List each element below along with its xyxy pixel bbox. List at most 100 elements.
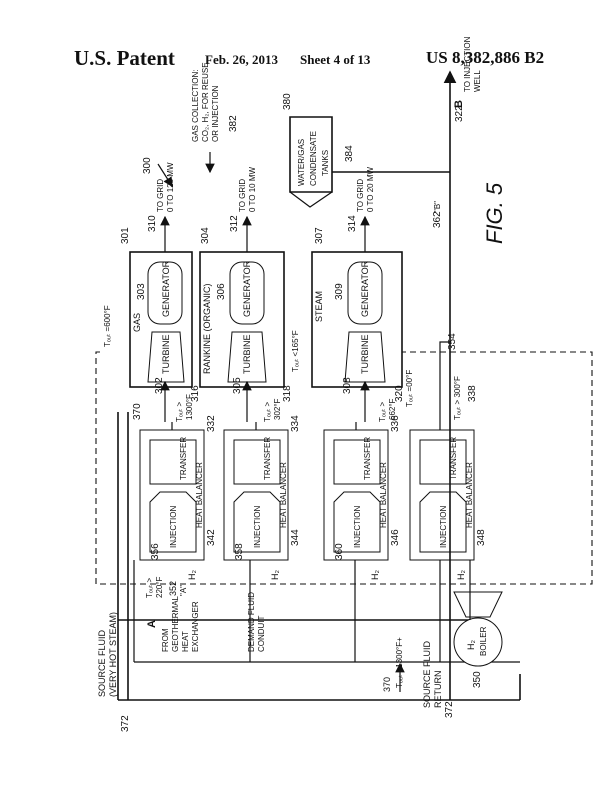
inlet-a-tout: Tₒᵤₜ >: [145, 577, 154, 598]
hb4-injection: INJECTION: [439, 506, 448, 548]
inlet-a-temp: 220°F: [155, 576, 164, 598]
boiler-line2: BOILER: [479, 626, 488, 656]
gas-turbine-ref: 302: [154, 377, 165, 394]
tanks-ref: 380: [282, 93, 293, 110]
source-fluid-ref: 372: [120, 715, 131, 732]
gas-collection-line3: OR INJECTION: [211, 85, 220, 142]
gas-inlet-ref: 316: [190, 385, 201, 402]
hb3-inlet-ref: 360: [334, 543, 345, 560]
heat-balancer-4: INJECTION TRANSFER HEAT BALANCER 348 H₂: [409, 429, 487, 580]
inlet-a-from3: HEAT: [181, 631, 190, 652]
hb2-label: HEAT BALANCER: [279, 462, 288, 528]
patent-sheet: Sheet 4 of 13: [300, 52, 371, 67]
heat-balancer-3: INJECTION TRANSFER HEAT BALANCER 336 346…: [323, 415, 401, 580]
figure-label: FIG. 5: [482, 182, 507, 244]
rankine-turbine: TURBINE: [227, 331, 267, 383]
return-tout: Tₒᵤₜ =1300°F+: [395, 637, 404, 688]
inlet-a-ref: 352: [168, 581, 178, 596]
steam-inlet-temp: 662°F: [388, 398, 397, 420]
injection-well-ref: 322: [454, 105, 465, 122]
boiler-ref: 350: [472, 671, 483, 688]
fourth-outlet-tout: Tₒᵤₜ > 300°F: [453, 376, 462, 420]
return-ref-370: 370: [382, 677, 392, 692]
hb3-ref: 336: [390, 415, 401, 432]
return-ref: 372: [444, 701, 455, 718]
injection-well-text1: TO INJECTION: [463, 36, 472, 92]
tanks-line2: CONDENSATE: [309, 131, 318, 186]
hb1-h2-ref: 342: [206, 529, 217, 546]
hb2-ref: 334: [290, 415, 301, 432]
hb1-label: HEAT BALANCER: [195, 462, 204, 528]
rankine-generator: GENERATOR: [229, 260, 265, 325]
gas-collection-line1: GAS COLLECTION:: [191, 70, 200, 142]
ref-354: 354: [447, 333, 458, 350]
steam-box-ref: 307: [314, 227, 325, 244]
rankine-turbine-label: TURBINE: [242, 334, 252, 374]
rankine-grid-line1: TO GRID: [238, 179, 247, 212]
hb1-h2: H₂: [187, 570, 197, 580]
steam-tout: Tₒᵤₜ =00°F: [405, 370, 414, 407]
steam-unit-name: STEAM: [314, 291, 324, 322]
injection-well-point: B: [453, 100, 465, 108]
steam-grid-line2: 0 TO 20 MW: [366, 167, 375, 213]
gas-grid-line2: 0 TO 125 MW: [166, 162, 175, 212]
hb4-h2: H₂: [456, 570, 466, 580]
hb3-transfer: TRANSFER: [363, 437, 372, 480]
hb1-transfer: TRANSFER: [179, 437, 188, 480]
steam-turbine-label: TURBINE: [360, 334, 370, 374]
steam-inlet-ref: 320: [394, 385, 405, 402]
h2-boiler: H₂ BOILER 350: [453, 591, 503, 688]
gas-generator-label: GENERATOR: [161, 260, 171, 317]
rankine-turbine-ref: 305: [232, 377, 243, 394]
heat-balancer-2: INJECTION TRANSFER HEAT BALANCER 334 344…: [223, 415, 301, 580]
inlet-a-point-label: "A": [179, 585, 188, 596]
condensate-tanks: WATER/GAS CONDENSATE TANKS 380: [282, 93, 333, 208]
rankine-inlet-tout: Tₒᵤₜ >: [263, 401, 272, 422]
patent-number: US 8,382,886 B2: [426, 48, 545, 67]
patent-date: Feb. 26, 2013: [205, 52, 278, 67]
gas-tout: Tₒᵤₜ =600°F: [103, 305, 112, 347]
steam-inlet-tout: Tₒᵤₜ >: [378, 401, 387, 422]
hb4-transfer: TRANSFER: [449, 437, 458, 480]
hb3-h2-ref: 346: [390, 529, 401, 546]
steam-turbine: TURBINE: [344, 331, 386, 383]
injection-point-b-label: "B": [433, 201, 442, 212]
hb2-h2-ref: 344: [290, 529, 301, 546]
source-fluid-line2: (VERY HOT STEAM): [108, 612, 118, 697]
inlet-a-from4: EXCHANGER: [191, 601, 200, 652]
hb2-h2: H₂: [270, 570, 280, 580]
ref-370-top: 370: [132, 403, 143, 420]
steam-grid-line1: TO GRID: [356, 179, 365, 212]
hb2-inlet-ref: 358: [234, 543, 245, 560]
fourth-outlet-ref: 338: [467, 385, 478, 402]
gas-inlet-temp: 1300°F: [185, 394, 194, 420]
gas-grid-ref: 310: [147, 215, 158, 232]
hb3-label: HEAT BALANCER: [379, 462, 388, 528]
hb4-label: HEAT BALANCER: [465, 462, 474, 528]
hb2-injection: INJECTION: [253, 506, 262, 548]
injection-well-text2: WELL: [473, 70, 482, 92]
hb3-injection: INJECTION: [353, 506, 362, 548]
tanks-pipe-ref: 384: [344, 145, 355, 162]
rankine-unit-name: RANKINE (ORGANIC): [202, 283, 212, 374]
inlet-a-from2: GEOTHERMAL: [171, 595, 180, 652]
rankine-inlet-ref: 318: [282, 385, 293, 402]
tanks-line1: WATER/GAS: [297, 139, 306, 186]
rankine-grid-line2: 0 TO 10 MW: [248, 167, 257, 213]
hb3-h2: H₂: [370, 570, 380, 580]
gas-generator-ref: 303: [136, 283, 147, 300]
steam-generator: GENERATOR: [347, 260, 383, 325]
demand-line1: DEMAND FLUID: [247, 592, 256, 652]
patent-header-title: U.S. Patent: [74, 46, 175, 70]
gas-unit-name: GAS: [132, 313, 142, 332]
rankine-inlet-temp: 302°F: [273, 398, 282, 420]
hb2-transfer: TRANSFER: [263, 437, 272, 480]
steam-grid-ref: 314: [347, 215, 358, 232]
gas-generator: GENERATOR: [147, 260, 183, 325]
heat-balancer-1: INJECTION TRANSFER HEAT BALANCER 332 342…: [139, 415, 217, 580]
gas-collection-line2: CO₂, H₂, FOR REUSE: [201, 62, 210, 142]
hb1-inlet-ref: 356: [150, 543, 161, 560]
hb1-injection: INJECTION: [169, 506, 178, 548]
source-fluid-line1: SOURCE FLUID: [97, 629, 107, 697]
